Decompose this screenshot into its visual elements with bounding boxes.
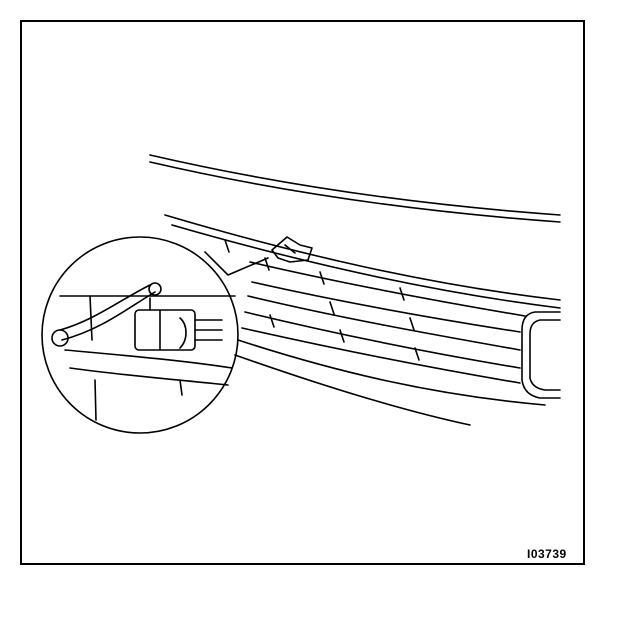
grille-slat xyxy=(251,281,521,333)
grille-top-line xyxy=(164,214,561,301)
diagram-frame xyxy=(20,20,585,565)
callout-line xyxy=(204,251,269,276)
hood-edge-line xyxy=(149,154,561,216)
slat-notch xyxy=(264,257,270,271)
slat-notch xyxy=(269,314,275,328)
bumper-line xyxy=(234,354,471,426)
bumper-line xyxy=(237,339,546,406)
slat-notch xyxy=(414,347,420,361)
grille-slat xyxy=(241,327,521,384)
grille-end-bracket xyxy=(521,311,561,399)
grille-slat xyxy=(249,261,526,317)
slat-notch xyxy=(224,239,230,253)
grille-slat xyxy=(244,311,521,369)
grille-end-bracket xyxy=(529,319,561,391)
slat-notch xyxy=(339,329,345,343)
detail-cable xyxy=(59,284,151,331)
bonnet-clip xyxy=(284,244,296,254)
bonnet-clip xyxy=(271,236,313,263)
grille-top-line xyxy=(171,224,561,309)
detail-circle xyxy=(41,236,239,434)
cable-knob xyxy=(148,282,162,296)
detail-line xyxy=(64,349,233,369)
cable-end xyxy=(51,329,69,347)
slat-notch xyxy=(329,301,335,315)
grille-slat xyxy=(247,295,521,351)
latch-detail xyxy=(179,317,187,349)
detail-cable xyxy=(61,291,156,341)
slat-notch xyxy=(409,317,415,331)
latch-detail xyxy=(194,319,223,341)
detail-line xyxy=(179,379,183,396)
slat-notch xyxy=(399,287,405,301)
slat-notch xyxy=(319,271,325,285)
detail-line xyxy=(69,367,229,386)
detail-line xyxy=(94,379,97,421)
hood-edge-line xyxy=(149,161,561,223)
figure-reference-code: I03739 xyxy=(527,547,567,561)
